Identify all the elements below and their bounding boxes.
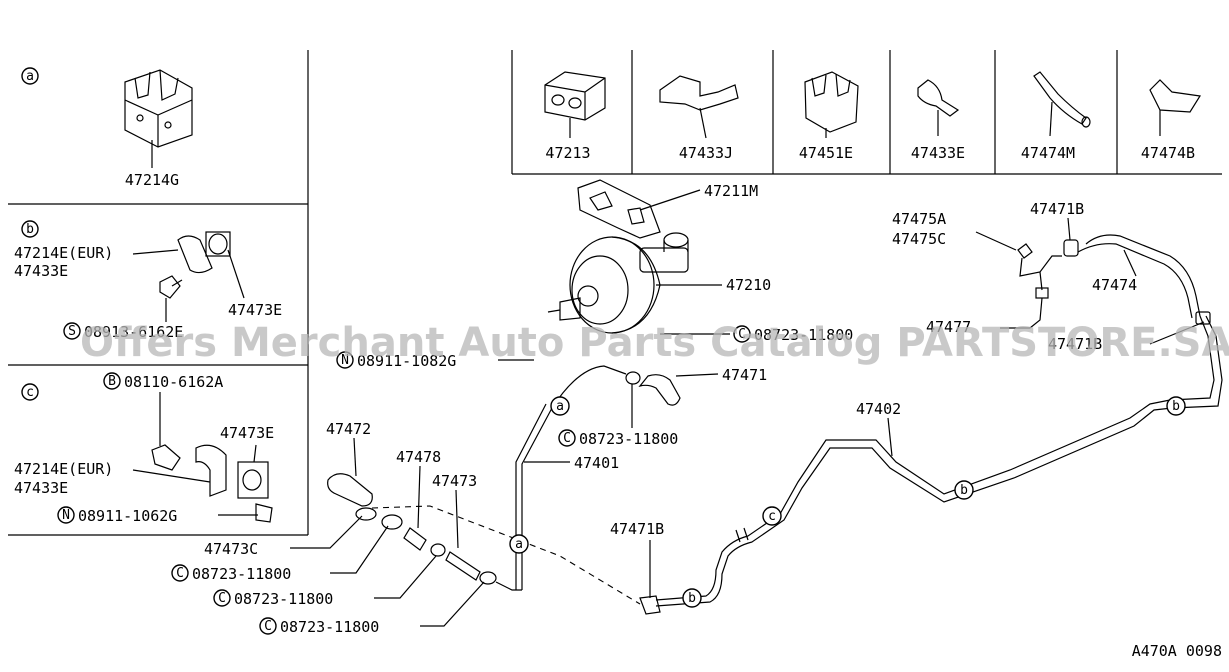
bolt-code-b: 08913-6162E (84, 323, 183, 341)
clamp-lower-3-prefix: C (264, 619, 272, 634)
part-47433J: 47433J (679, 144, 733, 162)
part-47471B-top: 47471B (1030, 200, 1084, 218)
part-47474: 47474 (1092, 276, 1137, 294)
bolt-code-c: 08110-6162A (124, 373, 223, 391)
watermark-text: Offers Merchant Auto Parts Catalog PARTS… (80, 320, 1229, 366)
main-labels: 47211M 47210 C 08723-11800 N 08911-1082G… (171, 182, 1137, 636)
part-47213: 47213 (545, 144, 590, 162)
part-47433E-c: 47433E (14, 479, 68, 497)
part-47477: 47477 (926, 318, 971, 336)
nut-left-prefix: N (341, 353, 349, 368)
part-47474M: 47474M (1021, 144, 1075, 162)
part-47471: 47471 (722, 366, 767, 384)
part-47475C: 47475C (892, 230, 946, 248)
panel-a: a 47214G (21, 67, 193, 189)
part-47402: 47402 (856, 400, 901, 418)
part-47433E-b: 47433E (14, 262, 68, 280)
part-47473E-b: 47473E (228, 301, 282, 319)
clamp-drawing-b (159, 231, 231, 299)
section-markers: a a b b b c (509, 396, 1186, 608)
clamp-lower-1-prefix: C (176, 566, 184, 581)
top-part-labels: 47213 47433J 47451E 47433E 47474M 47474B (545, 144, 1195, 162)
part-47474B: 47474B (1141, 144, 1195, 162)
clamp-upper-code: 08723-11800 (754, 326, 853, 344)
panel-c-marker: c (26, 385, 34, 400)
part-47401: 47401 (574, 454, 619, 472)
clamp-lower-2-prefix: C (218, 591, 226, 606)
marker-a-lower: a (515, 537, 523, 552)
clamp-upper-prefix: C (738, 327, 746, 342)
clamp-drawing-c (151, 444, 273, 523)
marker-c: c (768, 509, 776, 524)
part-47433E-top: 47433E (911, 144, 965, 162)
panel-a-marker: a (26, 69, 34, 84)
panel-b-marker: b (26, 222, 34, 237)
part-47214E-EUR-c: 47214E(EUR) (14, 460, 113, 478)
part-47478: 47478 (396, 448, 441, 466)
part-47210: 47210 (726, 276, 771, 294)
part-47471B-bottom: 47471B (610, 520, 664, 538)
clamp-lower-2-code: 08723-11800 (234, 590, 333, 608)
clamp-lower-1-code: 08723-11800 (192, 565, 291, 583)
leader-lines (290, 189, 1205, 627)
part-47473: 47473 (432, 472, 477, 490)
part-47451E: 47451E (799, 144, 853, 162)
part-47473E-c: 47473E (220, 424, 274, 442)
bolt-prefix-b: S (68, 324, 76, 339)
part-47471B-right: 47471B (1048, 335, 1102, 353)
panel-b: b 47214E(EUR) 47433E 47473E S 08913-6162… (14, 220, 282, 341)
clamp-mid-prefix: C (563, 431, 571, 446)
panel-c: c B 08110-6162A 47473E 47214E(EUR) 47433… (14, 372, 274, 525)
part-47214E-EUR-b: 47214E(EUR) (14, 244, 113, 262)
part-47211M: 47211M (704, 182, 758, 200)
inset-panels-left (8, 50, 309, 536)
marker-a-upper: a (556, 399, 564, 414)
marker-b-right: b (1172, 399, 1180, 414)
part-47473C: 47473C (204, 540, 258, 558)
bolt-prefix-c: B (108, 374, 116, 389)
part-47214G: 47214G (125, 171, 179, 189)
clamp-mid-code: 08723-11800 (579, 430, 678, 448)
nut-prefix-c: N (62, 508, 70, 523)
part-47475A: 47475A (892, 210, 946, 228)
marker-b-bottom: b (688, 591, 696, 606)
main-assembly-drawings (327, 179, 1223, 615)
clamp-lower-3-code: 08723-11800 (280, 618, 379, 636)
inset-panels-top (511, 50, 1222, 175)
nut-left-code: 08911-1082G (357, 352, 456, 370)
marker-b-mid: b (960, 483, 968, 498)
nut-code-c: 08911-1062G (78, 507, 177, 525)
part-47472: 47472 (326, 420, 371, 438)
figure-code: A470A 0098 (1132, 642, 1222, 660)
top-part-drawings (544, 71, 1201, 139)
bracket-47214g-drawing (124, 69, 193, 148)
